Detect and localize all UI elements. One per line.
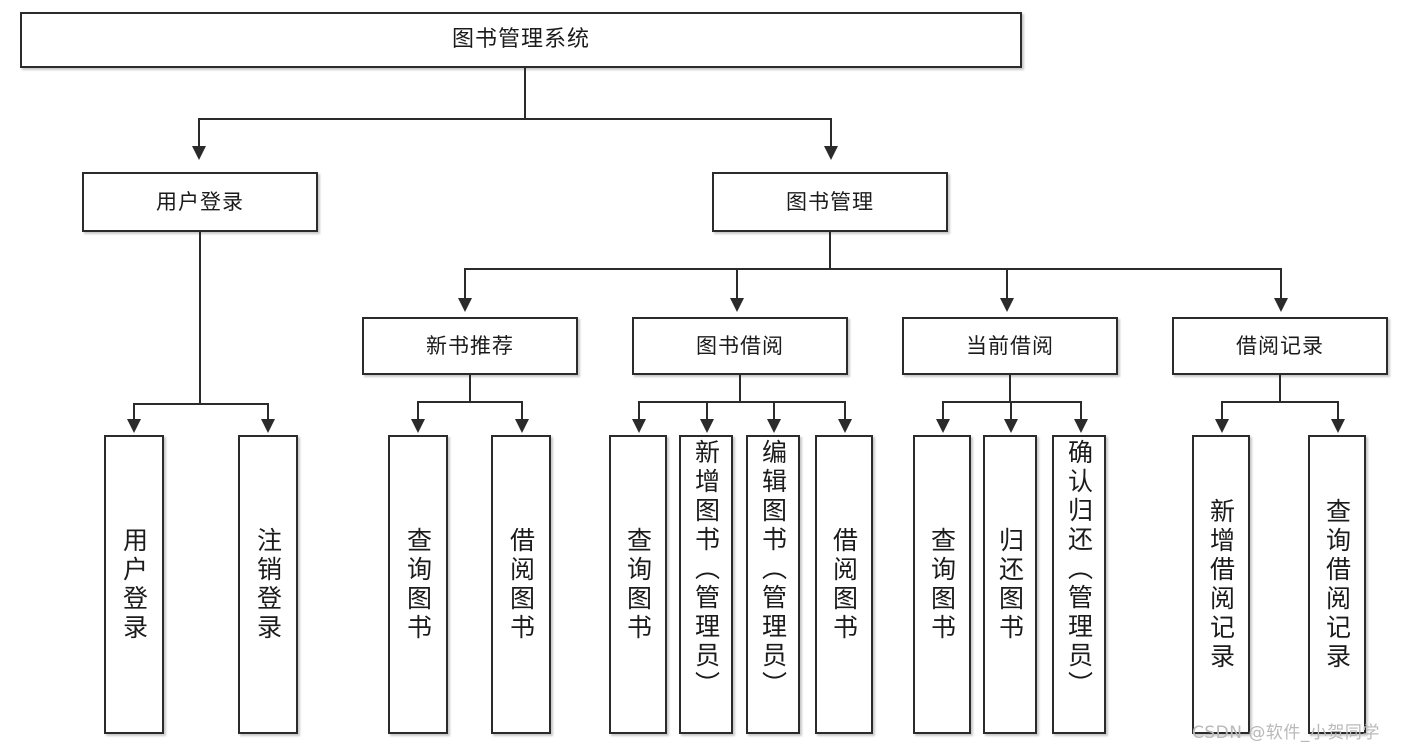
node-label: 图书管理系统 — [451, 27, 590, 53]
connector-borrow-record-bus — [1221, 401, 1339, 403]
connector-current-borrow-drop-3 — [1080, 401, 1082, 421]
connector-new-book-drop-2 — [521, 401, 523, 421]
arrow-current-borrow-leaf-2 — [1004, 419, 1018, 433]
leaf-query-borrow-record[interactable]: 查询借阅记录 — [1308, 435, 1366, 734]
leaf-logout[interactable]: 注销登录 — [238, 435, 298, 734]
arrow-new-book-leaf-2 — [515, 419, 529, 433]
connector-book-borrow-bus — [638, 401, 844, 403]
node-label: 用户登录 — [119, 526, 149, 643]
connector-current-borrow-drop-1 — [942, 401, 944, 421]
connector-book-manage-drop-2 — [736, 268, 738, 300]
leaf-user-login[interactable]: 用户登录 — [104, 435, 164, 734]
node-label: 新增借阅记录 — [1206, 497, 1236, 672]
node-book-borrow[interactable]: 图书借阅 — [632, 317, 848, 375]
arrow-borrow-record-leaf-1 — [1215, 419, 1229, 433]
arrow-current-borrow-leaf-1 — [936, 419, 950, 433]
leaf-return-book[interactable]: 归还图书 — [983, 435, 1037, 734]
node-label: 归还图书 — [995, 526, 1025, 643]
node-label: 查询图书 — [927, 526, 957, 643]
arrow-book-manage-to-record — [1274, 298, 1288, 312]
connector-book-manage-drop-1 — [464, 268, 466, 300]
node-label: 借阅记录 — [1236, 333, 1324, 358]
connector-book-borrow-drop-3 — [773, 401, 775, 421]
connector-current-borrow-stem — [1009, 375, 1011, 403]
leaf-confirm-return-admin[interactable]: 确认归还（管理员） — [1052, 435, 1106, 734]
connector-book-manage-drop-4 — [1280, 268, 1282, 300]
node-root-system[interactable]: 图书管理系统 — [20, 12, 1022, 68]
connector-user-login-drop-1 — [133, 403, 135, 421]
node-label: 当前借阅 — [966, 333, 1054, 358]
connector-new-book-bus — [417, 401, 523, 403]
watermark-text: CSDN @软件_小贺同学 — [1192, 723, 1380, 743]
connector-book-manage-stem — [829, 232, 831, 270]
arrow-book-borrow-leaf-3 — [767, 419, 781, 433]
connector-user-login-stem — [199, 232, 201, 405]
arrow-new-book-leaf-1 — [411, 419, 425, 433]
connector-root-to-book-manage — [830, 118, 832, 148]
connector-book-borrow-drop-4 — [844, 401, 846, 421]
arrow-current-borrow-leaf-3 — [1074, 419, 1088, 433]
connector-new-book-stem — [469, 375, 471, 403]
node-label: 图书借阅 — [696, 333, 784, 358]
leaf-query-book-borrow[interactable]: 查询图书 — [609, 435, 667, 734]
node-label: 借阅图书 — [506, 526, 536, 643]
arrow-book-borrow-leaf-1 — [632, 419, 646, 433]
connector-new-book-drop-1 — [417, 401, 419, 421]
node-borrow-record[interactable]: 借阅记录 — [1172, 317, 1388, 375]
leaf-add-book-admin[interactable]: 新增图书（管理员） — [679, 435, 733, 734]
node-label: 用户登录 — [156, 189, 244, 214]
connector-book-manage-bus — [464, 268, 1280, 270]
node-label: 查询图书 — [623, 526, 653, 643]
node-label: 注销登录 — [253, 526, 283, 643]
connector-user-login-bus — [133, 403, 267, 405]
connector-borrow-record-drop-2 — [1337, 401, 1339, 421]
connector-root-bus — [198, 118, 832, 120]
node-label: 图书管理 — [786, 189, 874, 214]
arrow-root-to-user-login — [192, 146, 206, 160]
leaf-query-book-current[interactable]: 查询图书 — [913, 435, 971, 734]
node-current-borrow[interactable]: 当前借阅 — [902, 317, 1118, 375]
node-book-manage[interactable]: 图书管理 — [712, 172, 948, 232]
node-label: 查询图书 — [403, 526, 433, 643]
arrow-borrow-record-leaf-2 — [1331, 419, 1345, 433]
connector-root-stem — [524, 68, 526, 120]
connector-book-manage-drop-3 — [1006, 268, 1008, 300]
node-label: 新增图书（管理员） — [691, 439, 721, 700]
connector-book-borrow-drop-1 — [638, 401, 640, 421]
connector-borrow-record-drop-1 — [1221, 401, 1223, 421]
arrow-book-borrow-leaf-4 — [838, 419, 852, 433]
node-label: 新书推荐 — [426, 333, 514, 358]
arrow-book-manage-to-current — [1000, 298, 1014, 312]
arrow-user-login-leaf-2 — [261, 419, 275, 433]
connector-book-borrow-stem — [739, 375, 741, 403]
leaf-borrow-book-recommend[interactable]: 借阅图书 — [491, 435, 551, 734]
arrow-book-manage-to-new-book — [458, 298, 472, 312]
leaf-query-book-recommend[interactable]: 查询图书 — [388, 435, 448, 734]
node-label: 借阅图书 — [829, 526, 859, 643]
connector-root-to-user-login — [198, 118, 200, 148]
node-label: 确认归还（管理员） — [1064, 439, 1094, 700]
connector-book-borrow-drop-2 — [706, 401, 708, 421]
arrow-root-to-book-manage — [824, 146, 838, 160]
connector-borrow-record-stem — [1279, 375, 1281, 403]
arrow-book-manage-to-borrow — [730, 298, 744, 312]
node-label: 查询借阅记录 — [1322, 497, 1352, 672]
connector-user-login-drop-2 — [267, 403, 269, 421]
arrow-user-login-leaf-1 — [127, 419, 141, 433]
connector-current-borrow-drop-2 — [1010, 401, 1012, 421]
node-user-login[interactable]: 用户登录 — [82, 172, 318, 232]
arrow-book-borrow-leaf-2 — [700, 419, 714, 433]
leaf-edit-book-admin[interactable]: 编辑图书（管理员） — [746, 435, 800, 734]
leaf-borrow-book[interactable]: 借阅图书 — [815, 435, 873, 734]
node-new-book-recommend[interactable]: 新书推荐 — [362, 317, 578, 375]
leaf-add-borrow-record[interactable]: 新增借阅记录 — [1192, 435, 1250, 734]
node-label: 编辑图书（管理员） — [758, 439, 788, 700]
